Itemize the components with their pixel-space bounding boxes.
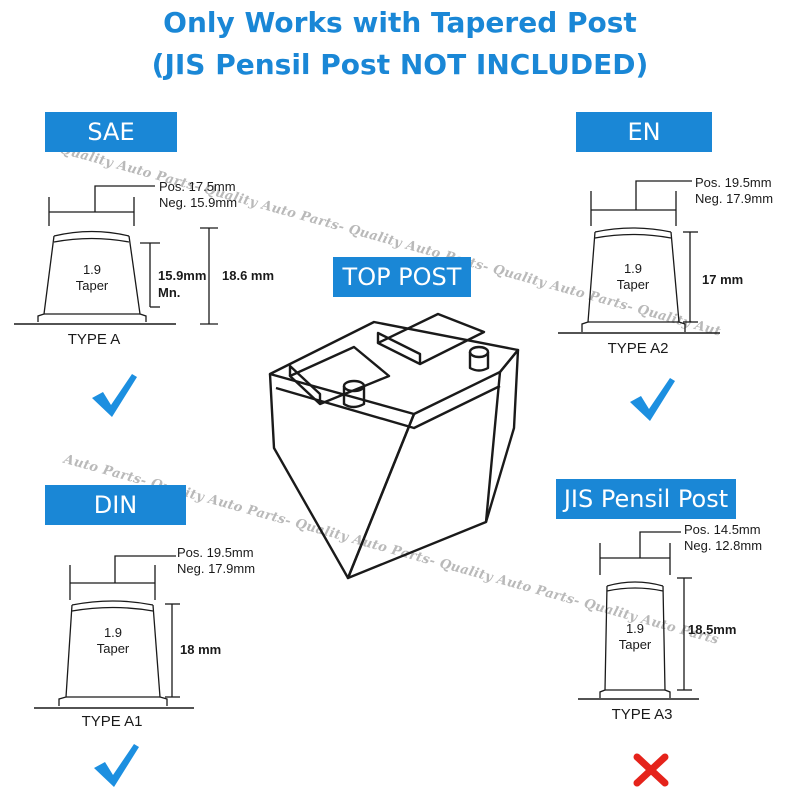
din-taper-value: 1.9 xyxy=(103,625,123,640)
en-height: 17 mm xyxy=(702,272,744,287)
jis-height: 18.5mm xyxy=(688,622,737,637)
din-post-diagram xyxy=(34,555,194,709)
jis-neg-size: Neg. 12.8mm xyxy=(684,538,763,553)
din-type-label: TYPE A1 xyxy=(81,713,143,730)
sae-section-title: SAE xyxy=(45,112,177,152)
sae-neg-size: Neg. 15.9mm xyxy=(159,195,238,210)
en-section-title: EN xyxy=(576,112,712,152)
din-taper-label: Taper xyxy=(96,641,130,656)
en-taper-label: Taper xyxy=(616,277,650,292)
en-taper-value: 1.9 xyxy=(623,261,643,276)
jis-post-diagram xyxy=(578,531,699,700)
sae-inner-height: 15.9mm xyxy=(158,268,207,283)
sae-post-diagram xyxy=(14,185,218,325)
sae-check-icon xyxy=(92,374,137,417)
sae-taper-value: 1.9 xyxy=(82,262,102,277)
sae-type-label: TYPE A xyxy=(67,331,121,348)
en-check-icon xyxy=(630,378,675,421)
din-section-title: DIN xyxy=(45,485,186,525)
jis-type-label: TYPE A3 xyxy=(611,706,673,723)
sae-inner-height-note: Mn. xyxy=(158,285,181,300)
din-neg-size: Neg. 17.9mm xyxy=(177,561,256,576)
page-subtitle: (JIS Pensil Post NOT INCLUDED) xyxy=(151,48,649,81)
en-neg-size: Neg. 17.9mm xyxy=(695,191,774,206)
din-check-icon xyxy=(94,744,139,787)
din-height: 18 mm xyxy=(180,642,222,657)
en-pos-size: Pos. 19.5mm xyxy=(695,175,772,190)
battery-illustration xyxy=(268,312,520,580)
top-post-label: TOP POST xyxy=(333,257,471,297)
sae-taper-label: Taper xyxy=(75,278,109,293)
page-title: Only Works with Tapered Post xyxy=(163,6,637,39)
en-type-label: TYPE A2 xyxy=(607,340,669,357)
jis-taper-label: Taper xyxy=(618,637,652,652)
jis-section-title: JIS Pensil Post xyxy=(556,479,736,519)
en-post-diagram xyxy=(558,180,720,334)
jis-cross-icon xyxy=(633,753,669,787)
sae-pos-size: Pos. 17.5mm xyxy=(159,179,236,194)
sae-outer-height: 18.6 mm xyxy=(222,268,275,283)
jis-taper-value: 1.9 xyxy=(625,621,645,636)
din-pos-size: Pos. 19.5mm xyxy=(177,545,254,560)
jis-pos-size: Pos. 14.5mm xyxy=(684,522,761,537)
